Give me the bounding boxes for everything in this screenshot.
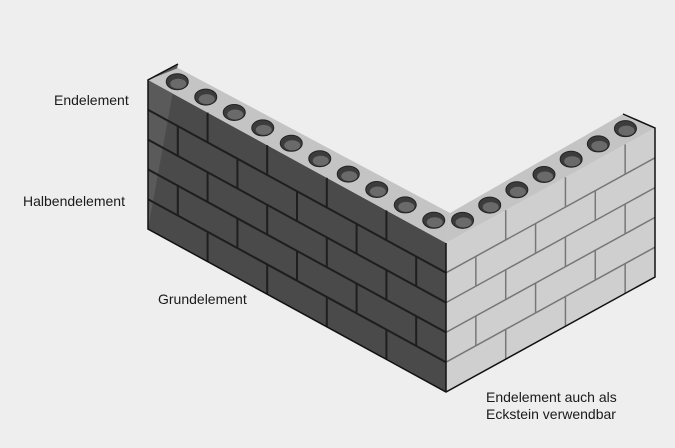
end-cap-left bbox=[148, 64, 178, 229]
course-joint-right bbox=[445, 157, 656, 274]
core-hole-inner bbox=[455, 217, 472, 228]
core-hole-inner bbox=[398, 201, 415, 212]
core-hole-inner bbox=[284, 140, 301, 151]
core-hole-inner bbox=[426, 217, 443, 228]
core-hole-inner bbox=[591, 140, 608, 151]
front-face-left-wing bbox=[148, 80, 446, 392]
core-hole-inner bbox=[341, 171, 358, 182]
wall-outline bbox=[147, 63, 656, 393]
course-joint-left bbox=[147, 108, 447, 274]
core-hole-inner bbox=[618, 125, 635, 136]
core-hole-inner bbox=[537, 171, 553, 182]
front-face-right-wing bbox=[446, 128, 655, 392]
core-hole-inner bbox=[312, 155, 329, 166]
core-hole-inner bbox=[482, 202, 499, 213]
core-hole-inner bbox=[255, 124, 272, 135]
label-half-end-element: Halbendelement bbox=[23, 193, 125, 209]
core-hole-inner bbox=[170, 78, 187, 89]
label-corner-line-1: Endelement auch als bbox=[486, 389, 617, 405]
course-joint-right bbox=[445, 246, 656, 363]
label-base-element: Grundelement bbox=[158, 291, 247, 307]
core-hole-inner bbox=[564, 156, 581, 167]
core-hole-inner bbox=[369, 186, 386, 197]
core-hole-inner bbox=[227, 109, 244, 120]
course-joint-right bbox=[445, 216, 656, 334]
label-corner-line-2: Eckstein verwendbar bbox=[486, 406, 616, 422]
label-corner-element: Endelement auch als Eckstein verwendbar bbox=[486, 389, 617, 423]
course-joint-right bbox=[445, 186, 656, 304]
mortar-joints bbox=[147, 108, 656, 364]
block-core-holes bbox=[165, 73, 637, 229]
label-end-element: Endelement bbox=[54, 92, 129, 108]
core-hole-inner bbox=[198, 94, 215, 105]
core-hole-inner bbox=[509, 186, 526, 197]
